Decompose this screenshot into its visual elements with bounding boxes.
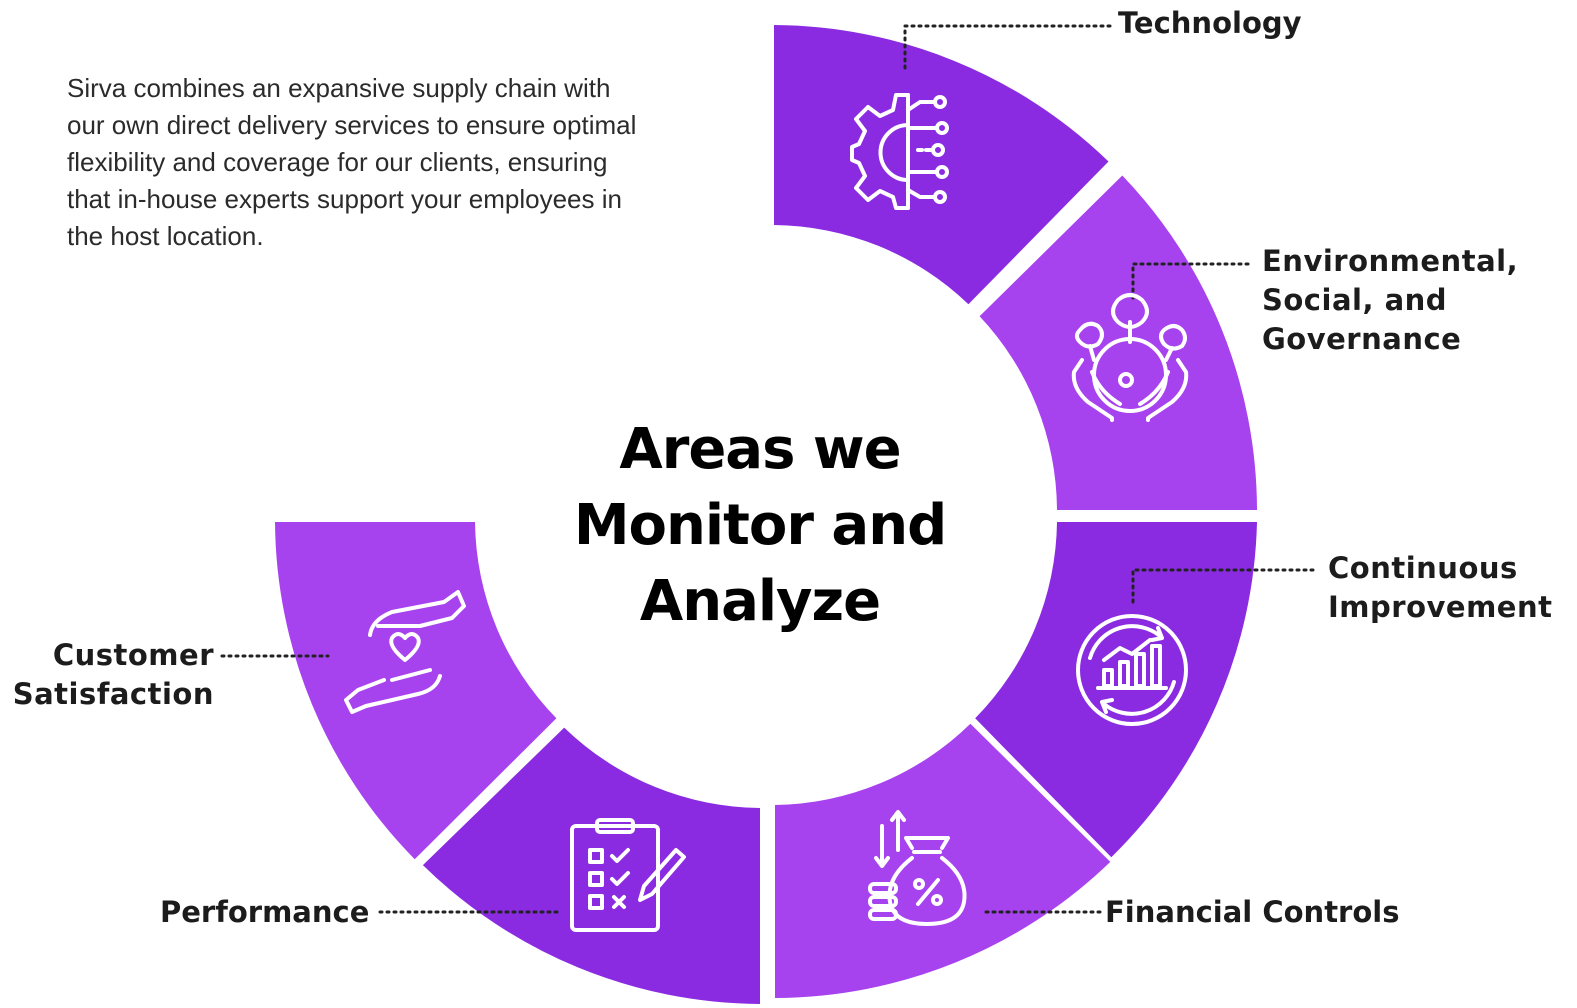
segment-customer-satisfaction [275, 522, 557, 860]
segment-performance [422, 727, 760, 1004]
money-bag-percent-icon [868, 810, 967, 926]
label-performance: Performance [160, 895, 370, 929]
segment-technology [774, 25, 1109, 305]
label-financial-controls: Financial Controls [1105, 895, 1400, 929]
intro-paragraph: Sirva combines an expansive supply chain… [67, 73, 637, 251]
chart-cycle-icon [1076, 614, 1188, 726]
connector-esg [1131, 262, 1254, 300]
hands-heart-icon [344, 590, 466, 714]
label-continuous-improvement: Continuous Improvement [1328, 551, 1553, 624]
center-title: Areas we Monitor and Analyze [573, 417, 947, 634]
technology-gear-circuit-icon [850, 93, 949, 210]
label-esg: Environmental, Social, and Governance [1262, 244, 1519, 356]
hands-globe-trees-icon [1071, 293, 1189, 422]
connector-technology [903, 24, 1112, 70]
connector-continuous-improvement [1131, 568, 1320, 604]
clipboard-checklist-icon [570, 818, 686, 932]
label-technology: Technology [1118, 6, 1302, 40]
label-customer-satisfaction: Customer Satisfaction [12, 638, 214, 711]
